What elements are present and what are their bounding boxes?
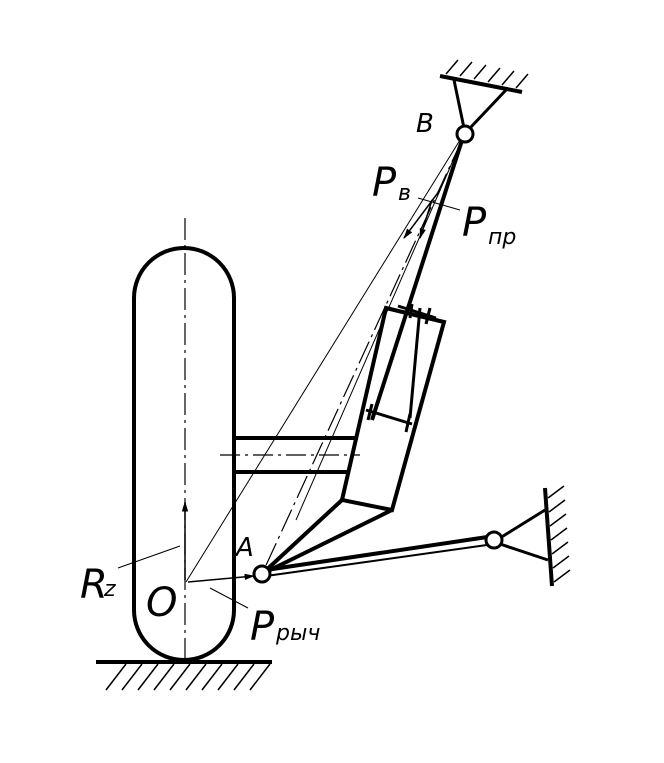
label-force-pryc-main: P xyxy=(250,604,275,650)
steering-knuckle-arm xyxy=(220,436,360,474)
strut-cylinder xyxy=(260,305,447,576)
strut-axis xyxy=(261,139,463,575)
force-pryc-arrow xyxy=(187,573,256,583)
label-force-rz-sub: z xyxy=(103,577,116,602)
ground-hatch xyxy=(96,660,272,691)
label-force-pv-main: P xyxy=(372,160,397,206)
arm-pivot xyxy=(484,530,504,550)
joint-a xyxy=(252,564,272,584)
upper-mount xyxy=(439,59,529,130)
label-force-pryc-sub: рыч xyxy=(275,621,320,646)
joint-b xyxy=(455,124,475,144)
label-force-rz-main: R xyxy=(80,562,108,608)
leader-lines xyxy=(117,197,461,609)
force-ppr-arrow xyxy=(419,199,433,240)
wheel xyxy=(132,246,236,662)
label-force-pryc: P рыч xyxy=(250,604,320,650)
piston-rod xyxy=(365,133,466,433)
label-force-ppr-main: P xyxy=(462,200,487,246)
label-force-ppr-sub: пр xyxy=(488,225,516,250)
label-force-pv-sub: в xyxy=(398,181,411,206)
force-pv-arrow xyxy=(403,189,441,239)
label-force-rz: R z xyxy=(80,562,116,608)
lower-control-arm xyxy=(265,485,571,587)
label-force-ppr: P пр xyxy=(462,200,516,250)
label-point-b: B xyxy=(416,109,434,139)
label-point-a: A xyxy=(234,533,254,563)
label-force-pv: P в xyxy=(372,160,411,206)
label-point-o: O xyxy=(146,580,177,626)
force-lines xyxy=(185,139,463,583)
